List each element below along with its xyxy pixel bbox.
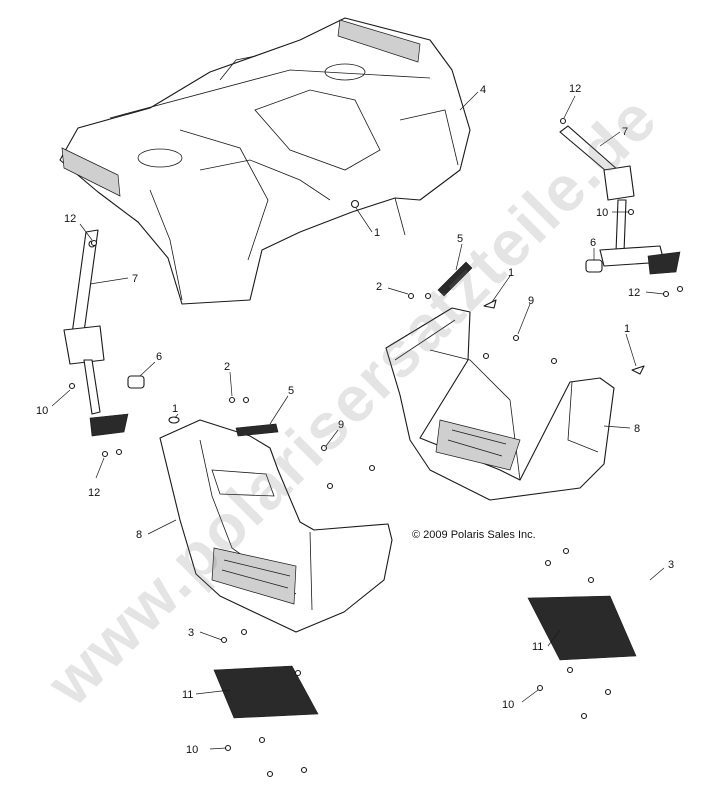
copyright-notice: © 2009 Polaris Sales Inc. (412, 529, 536, 541)
callout-1: 1 (374, 227, 380, 239)
callout-11: 11 (182, 689, 193, 701)
floor-plate-part-11-right (527, 595, 637, 661)
callout-10: 10 (502, 699, 514, 711)
callout-1: 1 (172, 403, 178, 415)
callout-11: 11 (532, 641, 543, 653)
callout-12: 12 (569, 83, 581, 95)
callout-10: 10 (596, 207, 608, 219)
callout-8: 8 (136, 529, 142, 541)
callout-2: 2 (224, 361, 230, 373)
callout-labels: 4 1 12 7 10 6 12 12 7 6 10 12 5 2 1 9 1 … (36, 83, 674, 756)
callout-4: 4 (480, 84, 486, 96)
callout-5: 5 (457, 233, 463, 245)
footrest-bracket-part-7-right (559, 125, 681, 275)
callout-6: 6 (156, 351, 162, 363)
rear-fender-part-4 (59, 17, 471, 305)
footrest-bracket-part-7-left (63, 229, 129, 437)
leader-lines (51, 91, 665, 750)
callout-2: 2 (376, 281, 382, 293)
callout-12: 12 (88, 487, 100, 499)
callout-7: 7 (622, 126, 628, 138)
bushing-part-6-left (127, 375, 145, 389)
callout-10: 10 (186, 744, 198, 756)
fasteners (68, 117, 684, 778)
callout-3: 3 (668, 559, 674, 571)
footwell-part-8-right (385, 307, 615, 501)
callout-12: 12 (64, 213, 76, 225)
callout-9: 9 (338, 419, 344, 431)
callout-8: 8 (634, 423, 640, 435)
callout-1: 1 (508, 267, 514, 279)
strip-part-5-right (437, 261, 473, 297)
callout-1: 1 (624, 323, 630, 335)
bushing-part-6-right (585, 259, 603, 273)
callout-3: 3 (188, 627, 194, 639)
callout-7: 7 (132, 273, 138, 285)
footwell-part-8-left (159, 419, 393, 633)
callout-9: 9 (528, 295, 534, 307)
callout-12: 12 (628, 287, 640, 299)
callout-10: 10 (36, 405, 48, 417)
strip-part-5-left (235, 423, 279, 437)
floor-plate-part-11-left (213, 665, 319, 719)
callout-5: 5 (288, 385, 294, 397)
callout-6: 6 (590, 237, 596, 249)
